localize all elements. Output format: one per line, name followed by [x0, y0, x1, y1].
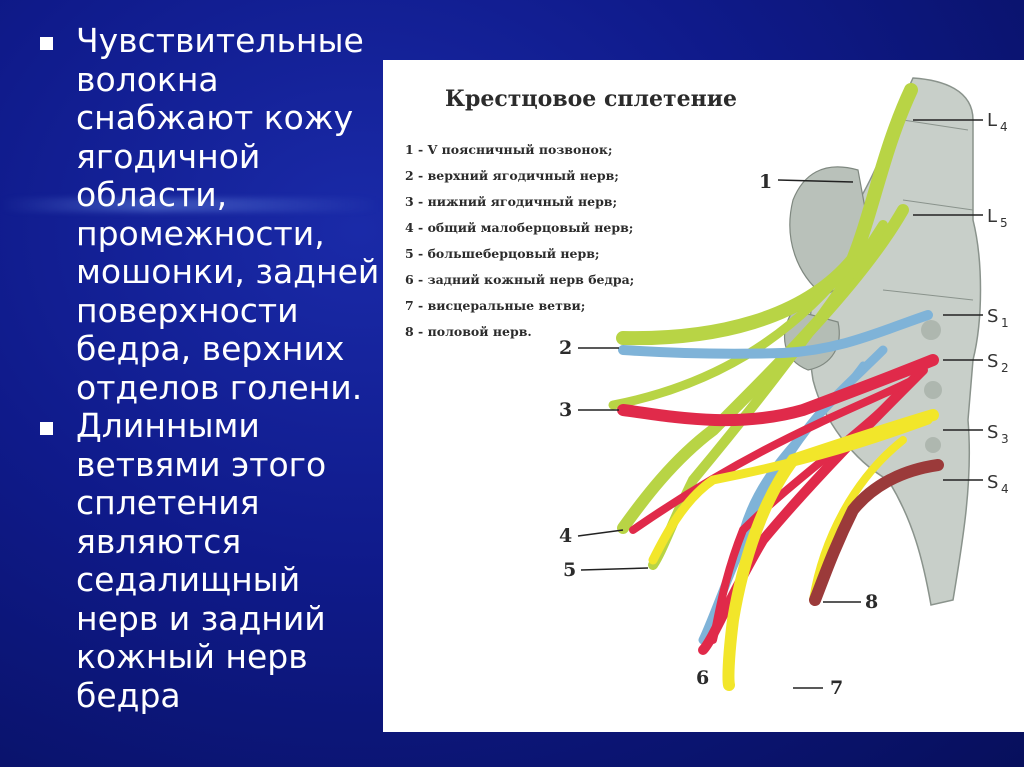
svg-text:2: 2 [1001, 361, 1009, 375]
callout-number-2: 2 [559, 337, 572, 359]
callout-number-7: 7 [830, 677, 843, 699]
bullet-item-1: Чувствительные волокна снабжают кожу яго… [38, 21, 388, 407]
bullet-text-2: Длинными ветвями этого сплетения являютс… [76, 406, 327, 715]
callout-number-4: 4 [559, 525, 572, 547]
bullet-text-1: Чувствительные волокна снабжают кожу яго… [76, 21, 380, 407]
callout-number-6: 6 [696, 667, 709, 689]
callout-number-8: 8 [865, 591, 878, 613]
legend-item-4: 4 - общий малоберцовый нерв; [405, 220, 633, 235]
svg-text:S: S [987, 351, 998, 372]
text-column: Чувствительные волокна снабжают кожу яго… [38, 21, 388, 715]
decorative-glow-line [0, 198, 380, 212]
legend-item-2: 2 - верхний ягодичный нерв; [405, 168, 619, 183]
svg-text:5: 5 [1000, 216, 1008, 230]
legend-item-1: 1 - V поясничный позвонок; [405, 142, 612, 157]
svg-text:S: S [987, 422, 998, 443]
level-label-S4: S 4 [987, 472, 1009, 496]
svg-text:4: 4 [1001, 482, 1009, 496]
legend-item-7: 7 - висцеральные ветви; [405, 298, 585, 313]
svg-text:3: 3 [1001, 432, 1009, 446]
svg-text:L: L [987, 110, 997, 131]
level-label-L4: L 4 [987, 110, 1008, 134]
svg-text:L: L [987, 206, 997, 227]
level-label-S3: S 3 [987, 422, 1009, 446]
callout-number-1: 1 [759, 171, 772, 193]
square-bullet-icon [40, 422, 53, 435]
svg-text:S: S [987, 306, 998, 327]
legend-item-5: 5 - большеберцовый нерв; [405, 246, 600, 261]
diagram-title: Крестцовое сплетение [445, 86, 737, 112]
level-label-S1: S 1 [987, 306, 1009, 330]
bullet-item-2: Длинными ветвями этого сплетения являютс… [38, 406, 388, 715]
callout-number-3: 3 [559, 399, 572, 421]
legend-item-6: 6 - задний кожный нерв бедра; [405, 272, 634, 287]
square-bullet-icon [40, 37, 53, 50]
svg-text:4: 4 [1000, 120, 1008, 134]
level-label-S2: S 2 [987, 351, 1009, 375]
svg-text:S: S [987, 472, 998, 493]
sacral-plexus-diagram: Крестцовое сплетение 1 - V поясничный по… [383, 60, 1024, 732]
leader-lines [577, 119, 983, 689]
legend-item-3: 3 - нижний ягодичный нерв; [405, 194, 617, 209]
legend-item-8: 8 - половой нерв. [405, 324, 532, 339]
callout-number-5: 5 [563, 559, 576, 581]
level-label-L5: L 5 [987, 206, 1008, 230]
nerve-bundles [608, 83, 944, 691]
svg-text:1: 1 [1001, 316, 1009, 330]
